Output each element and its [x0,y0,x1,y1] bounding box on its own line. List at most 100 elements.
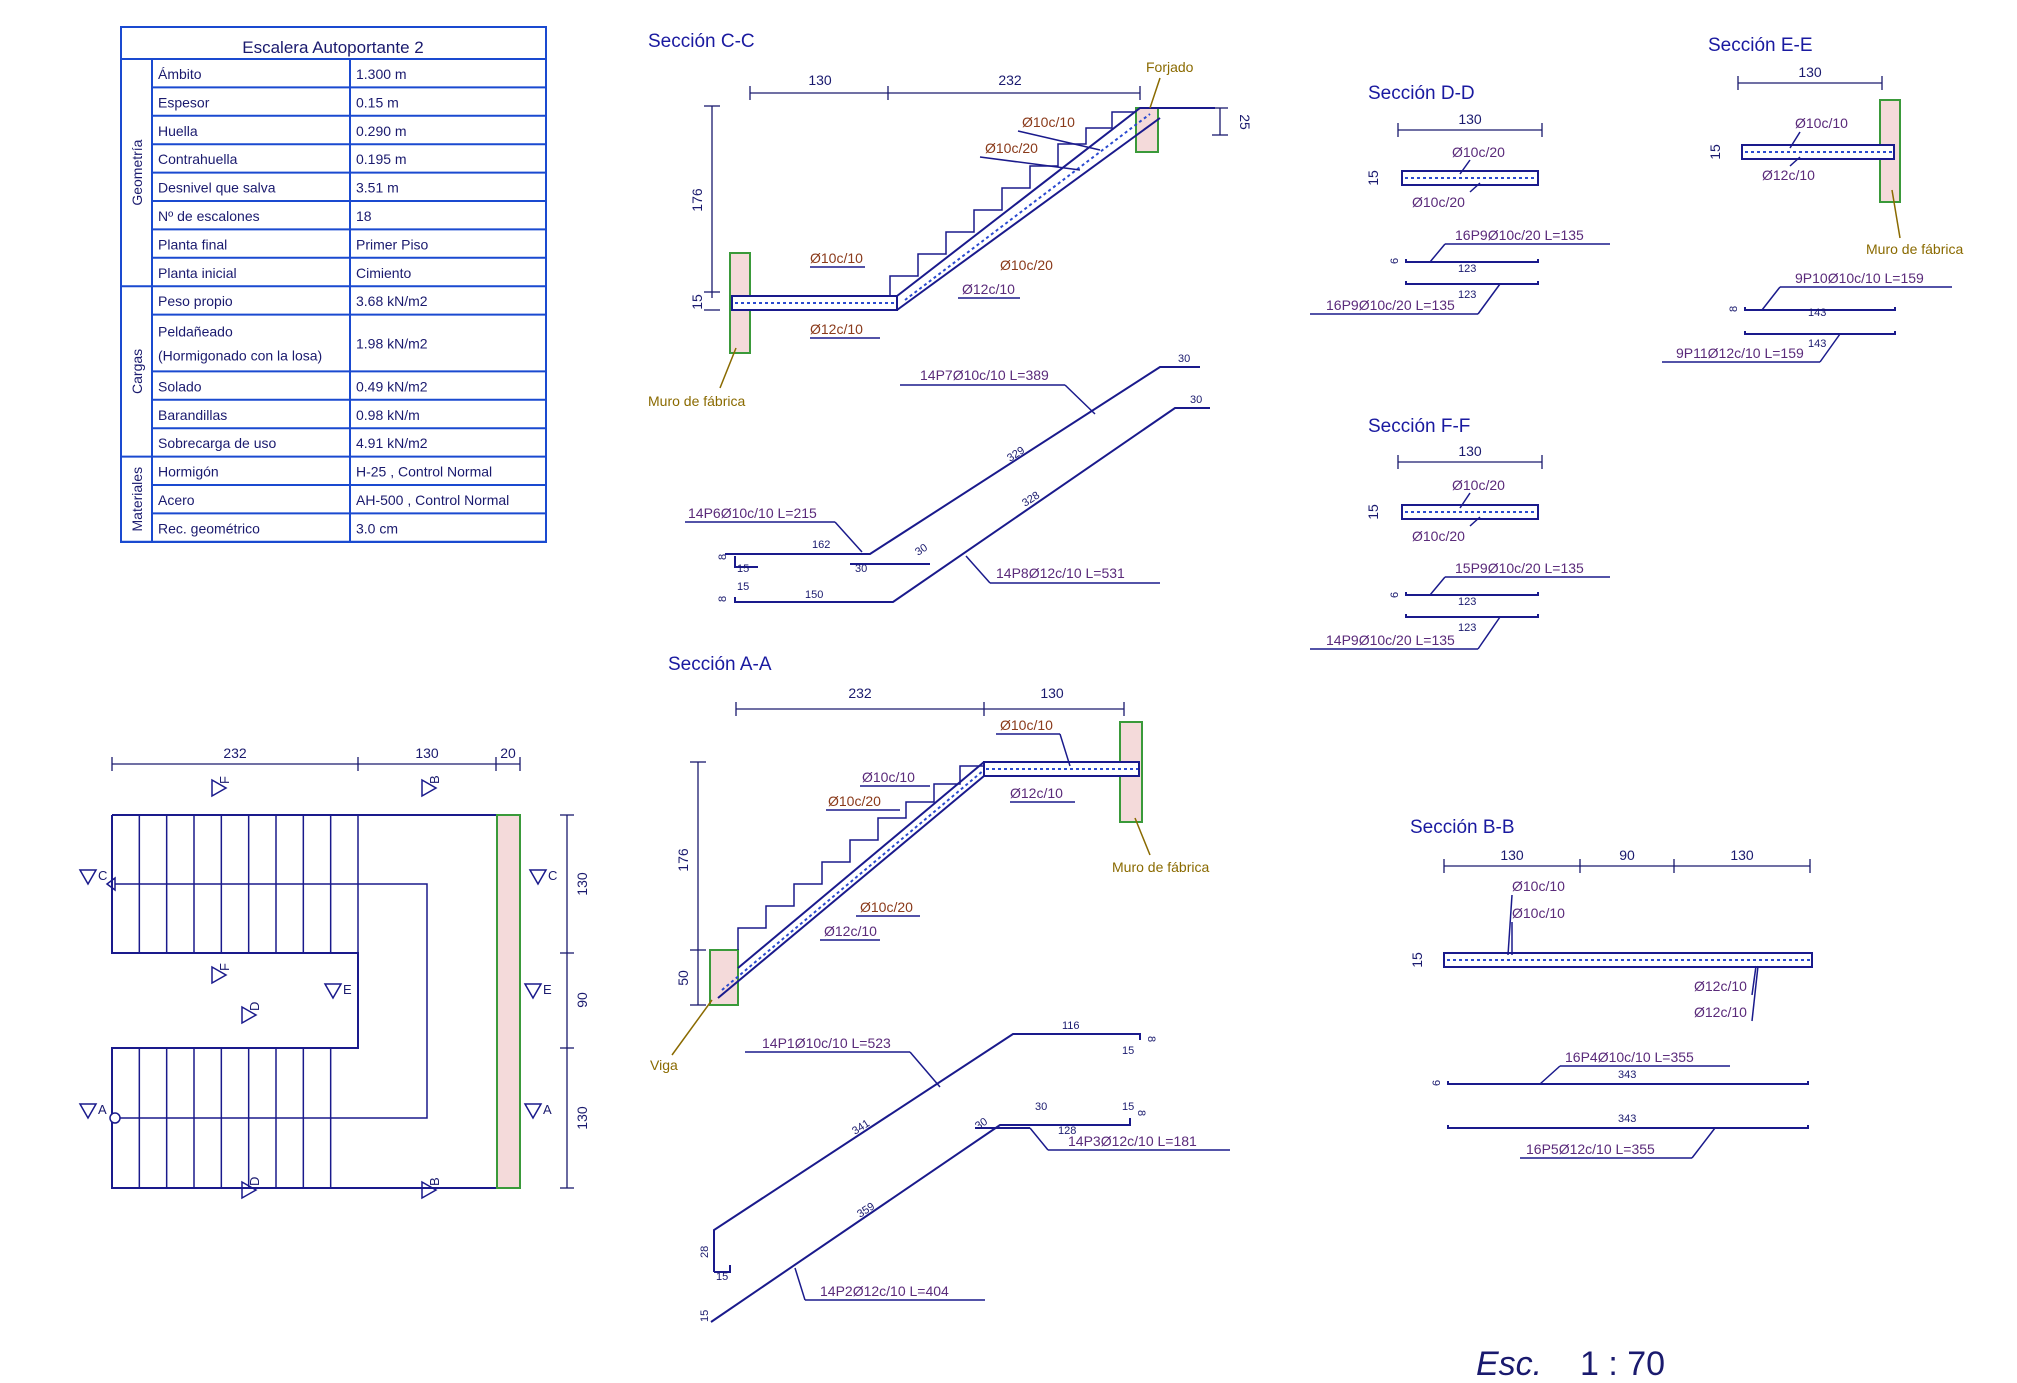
bar-p1: 14P1Ø10c/10 L=523 [762,1035,891,1051]
bar-cc-15a: 15 [737,563,749,575]
dim-ee-130: 130 [1798,64,1822,80]
table-cell-value: 0.98 kN/m [356,407,420,423]
table-cell-label: Sobrecarga de uso [158,435,277,451]
dim-bb-15: 15 [1409,952,1425,968]
bar-ff-top: 15P9Ø10c/20 L=135 [1455,560,1584,576]
dim-cc-15: 15 [689,294,705,310]
table-cell-label: Ámbito [158,66,202,82]
section-cc: Sección C-C 130 232 176 15 25 Ø10c/10 Ø1… [648,31,1253,603]
section-ee-title: Sección E-E [1708,35,1813,56]
table-cell-value: 1.98 kN/m2 [356,336,428,352]
section-mark-arrow [241,1180,258,1200]
bar-aa-30a: 30 [1035,1101,1047,1113]
section-mark-letter: C [98,868,107,883]
label-cc-muro: Muro de fábrica [648,393,745,409]
table-cell-label: Nº de escalones [158,208,260,224]
bar-cc-329: 329 [1005,444,1027,464]
beam-aa [709,949,739,1006]
section-mark-arrow [421,778,438,798]
dim-dd-15: 15 [1365,170,1381,186]
label-viga: Viga [650,1057,678,1073]
landing-aa [983,761,1140,777]
rebar-ff-2: Ø10c/20 [1412,528,1465,544]
section-mark-arrow [523,983,543,1000]
dim-cc-176: 176 [689,188,705,212]
plan-dim-130b: 130 [574,1106,590,1130]
bar-ff-123b: 123 [1458,622,1476,634]
table-cell-value: Cimiento [356,265,411,281]
bar-aa-128: 128 [1058,1125,1076,1137]
bar-cc-328: 328 [1020,489,1042,509]
bar-cc-30a: 30 [1178,353,1190,365]
table-cell-value: 0.290 m [356,123,407,139]
dim-aa-50: 50 [675,970,691,986]
bar-dd-6: 6 [1389,258,1401,264]
rebar-aa-6: Ø12c/10 [824,923,877,939]
table-cell-value: 0.15 m [356,94,399,110]
dim-bb-130b: 130 [1730,847,1754,863]
section-mark-arrow [211,778,228,798]
section-aa-title: Sección A-A [668,654,772,675]
bar-aa-116: 116 [1062,1020,1080,1032]
dim-bb-130a: 130 [1500,847,1524,863]
table-cell-label: Espesor [158,94,210,110]
bar-ee-143b: 143 [1808,338,1826,350]
slab-ff [1401,504,1539,520]
bar-ee-8: 8 [1728,306,1740,312]
table-cell-label: Hormigón [158,464,219,480]
rebar-aa-4: Ø12c/10 [1010,785,1063,801]
plan-dim-20: 20 [500,745,516,761]
dim-cc-25: 25 [1237,114,1253,130]
section-mark-letter: A [98,1102,107,1117]
section-bb-title: Sección B-B [1410,817,1515,838]
section-mark-arrow [78,1103,98,1120]
plan-dim-130a: 130 [574,872,590,896]
table-cell-label: Contrahuella [158,151,238,167]
table-cell-label: Peldañeado [158,324,233,340]
plan-dim-90: 90 [574,992,590,1008]
bar-dd-bot: 16P9Ø10c/20 L=135 [1326,297,1455,313]
section-dd: Sección D-D 130 15 Ø10c/20 Ø10c/20 16P9Ø… [1310,83,1610,315]
bar-aa-8b: 8 [1135,1110,1147,1116]
dim-aa-232: 232 [848,685,872,701]
table-group-label: Geometría [129,139,145,205]
rebar-cc-1: Ø10c/10 [1022,114,1075,130]
plan-dim-232: 232 [223,745,247,761]
rebar-cc-2: Ø10c/20 [985,140,1038,156]
section-dd-title: Sección D-D [1368,83,1475,104]
rebar-ff-1: Ø10c/20 [1452,477,1505,493]
table-cell-label: Acero [158,492,195,508]
dim-ff-15: 15 [1365,504,1381,520]
section-mark-letter: D [247,1177,262,1186]
section-mark-arrow [528,869,548,886]
table-cell-label: Desnivel que salva [158,180,276,196]
dim-dd-130: 130 [1458,111,1482,127]
bar-bb-bot: 16P5Ø12c/10 L=355 [1526,1141,1655,1157]
rebar-dd-2: Ø10c/20 [1412,194,1465,210]
section-bb: Sección B-B 130 90 130 15 Ø10c/10 Ø10c/1… [1409,817,1813,1159]
bar-cc-150: 150 [805,589,823,601]
rebar-ee-1: Ø10c/10 [1795,115,1848,131]
bar-aa-28: 28 [699,1246,711,1258]
bar-ee-top: 9P10Ø10c/10 L=159 [1795,270,1924,286]
section-aa: Sección A-A 232 130 176 50 Ø10c/10 Ø10c/… [650,654,1230,1323]
section-cc-title: Sección C-C [648,31,755,52]
table-cell-label: Rec. geométrico [158,520,260,536]
plan-dim-130: 130 [415,745,439,761]
bar-aa-15b: 15 [1122,1101,1134,1113]
rebar-bb-1: Ø10c/10 [1512,878,1565,894]
table-cell-value: 0.49 kN/m2 [356,378,428,394]
bar-p7: 14P7Ø10c/10 L=389 [920,367,1049,383]
table-cell-value: Primer Piso [356,236,429,252]
table-cell-value: 18 [356,208,372,224]
table-cell-label: Planta final [158,236,227,252]
rebar-bb-2: Ø10c/10 [1512,905,1565,921]
bar-ee-143a: 143 [1808,307,1826,319]
bar-p6: 14P6Ø10c/10 L=215 [688,505,817,521]
section-mark-letter: F [217,963,232,971]
section-mark-letter: E [543,982,552,997]
table-cell-value: H-25 , Control Normal [356,464,492,480]
slab-dd [1401,170,1539,186]
bar-dd-123b: 123 [1458,289,1476,301]
